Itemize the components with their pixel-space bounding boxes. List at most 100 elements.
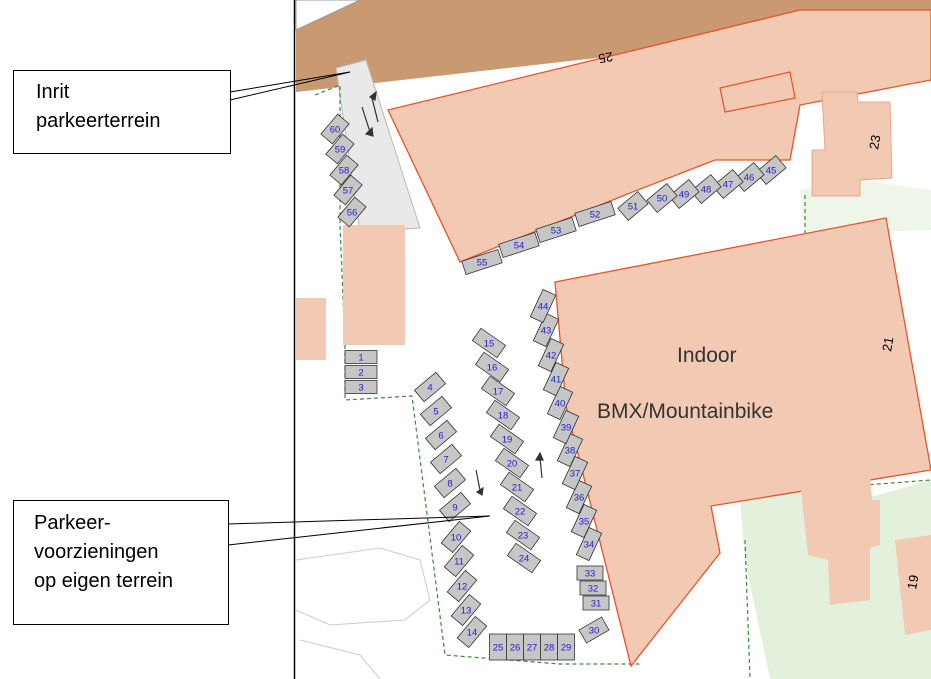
parking-spot-box (489, 423, 525, 455)
parking-spot-box (529, 288, 557, 324)
parking-spot: 52 (574, 200, 616, 228)
parking-spot-box (433, 467, 467, 499)
parking-spot-number: 52 (590, 210, 601, 221)
parking-spot-number: 55 (477, 258, 488, 269)
parking-spot: 25 (489, 633, 507, 661)
parking-spot-number: 5 (433, 407, 438, 418)
parking-spot-number: 46 (744, 173, 755, 184)
parking-spot-number: 35 (579, 517, 590, 528)
parking-spot-box (325, 133, 355, 165)
parking-spot-number: 9 (452, 503, 457, 514)
parking-spot-number: 43 (541, 326, 552, 337)
parking-spot-number: 22 (515, 507, 526, 518)
parking-spot-number: 23 (518, 531, 529, 542)
parking-spot-box (498, 231, 540, 259)
parking-spot-number: 34 (584, 540, 595, 551)
parking-spot-box (668, 178, 700, 210)
parking-spot: 7 (429, 443, 463, 475)
parking-spot: 59 (325, 133, 355, 165)
parking-spot-box (557, 633, 575, 661)
parking-spot-box (480, 375, 516, 407)
faint-outline-2 (299, 639, 381, 679)
parking-spot: 18 (485, 399, 521, 431)
parking-spot: 6 (424, 419, 458, 451)
parking-spot-box (344, 365, 378, 379)
parking-spot-number: 21 (512, 483, 523, 494)
parking-spot-number: 59 (335, 145, 346, 156)
parking-spot-box (542, 361, 570, 397)
callout-parkeer-line1: Parkeer- (34, 512, 111, 534)
parking-spot: 50 (646, 182, 678, 214)
parking-spot-number: 57 (343, 186, 354, 197)
building-23 (811, 91, 893, 197)
parking-spot: 20 (494, 447, 530, 479)
callout-parkeer-line3: op eigen terrein (34, 570, 173, 592)
parking-spot-number: 24 (519, 554, 530, 565)
parking-spot-number: 26 (510, 643, 521, 654)
parking-spot-number: 36 (574, 493, 585, 504)
parking-spot: 33 (576, 565, 604, 581)
parking-spot-box (576, 565, 604, 581)
parking-spot-number: 6 (438, 431, 443, 442)
parking-spot-number: 32 (588, 584, 599, 595)
parking-spot-number: 53 (551, 226, 562, 237)
parking-spot: 8 (433, 467, 467, 499)
parking-spot-box (582, 595, 610, 611)
parking-spot-box (320, 113, 350, 145)
parking-spot-box (574, 200, 616, 228)
parking-spot-box (450, 593, 482, 627)
parking-spot: 56 (337, 196, 367, 228)
parking-spot-number: 3 (358, 383, 363, 394)
parking-spot-box (419, 395, 453, 427)
parking-spot-number: 54 (514, 241, 525, 252)
building-19-left (800, 474, 880, 605)
parking-spot: 12 (446, 569, 478, 603)
parking-spot-number: 8 (447, 479, 452, 490)
parking-spot: 29 (557, 633, 575, 661)
parking-spot-box (532, 312, 560, 348)
parking-spot: 21 (499, 471, 535, 503)
parking-spot-box (344, 380, 378, 394)
parking-spot: 11 (443, 544, 475, 578)
parking-spot: 43 (532, 312, 560, 348)
parking-spot: 23 (505, 519, 541, 551)
parking-spot: 13 (450, 593, 482, 627)
parking-spot: 30 (578, 616, 610, 644)
road-top-left (295, 0, 361, 31)
parking-spot-number: 51 (628, 202, 639, 213)
callout-inrit-line1: Inrit (36, 81, 70, 103)
parking-spot-box (552, 409, 580, 445)
parking-spot-number: 50 (657, 194, 668, 205)
parking-spot-number: 15 (484, 339, 495, 350)
parking-spot-number: 18 (498, 411, 509, 422)
parking-spot: 5 (419, 395, 453, 427)
parking-spot-box (506, 542, 542, 574)
parking-spot-box (505, 519, 541, 551)
parking-spot-number: 39 (561, 423, 572, 434)
house-number-23: 23 (866, 134, 883, 151)
parking-spot: 17 (480, 375, 516, 407)
small-building-left (343, 225, 405, 345)
callout-inrit-line2: parkeerterrein (36, 110, 161, 132)
parking-spot: 39 (552, 409, 580, 445)
building-25-annex (719, 71, 796, 113)
parking-spot-box (438, 491, 472, 523)
parking-spot-number: 41 (551, 375, 562, 386)
parking-spot-number: 4 (427, 383, 432, 394)
parking-spot-number: 12 (457, 582, 468, 593)
building-label-bmx: BMX/Mountainbike (597, 400, 773, 423)
arrows (361, 90, 544, 496)
parking-spot: 47 (712, 168, 744, 200)
parking-spot-box (570, 503, 598, 539)
parking-spot: 34 (575, 526, 603, 562)
parking-spot-box (502, 495, 538, 527)
parking-spot-number: 17 (493, 387, 504, 398)
parking-spot: 58 (329, 154, 359, 186)
parking-spot: 24 (506, 542, 542, 574)
parking-spot-number: 33 (585, 569, 596, 580)
parking-spot-box (546, 385, 574, 421)
parking-spot: 2 (344, 365, 378, 379)
parking-spot: 14 (456, 615, 488, 649)
house-number-25: 25 (597, 49, 614, 66)
